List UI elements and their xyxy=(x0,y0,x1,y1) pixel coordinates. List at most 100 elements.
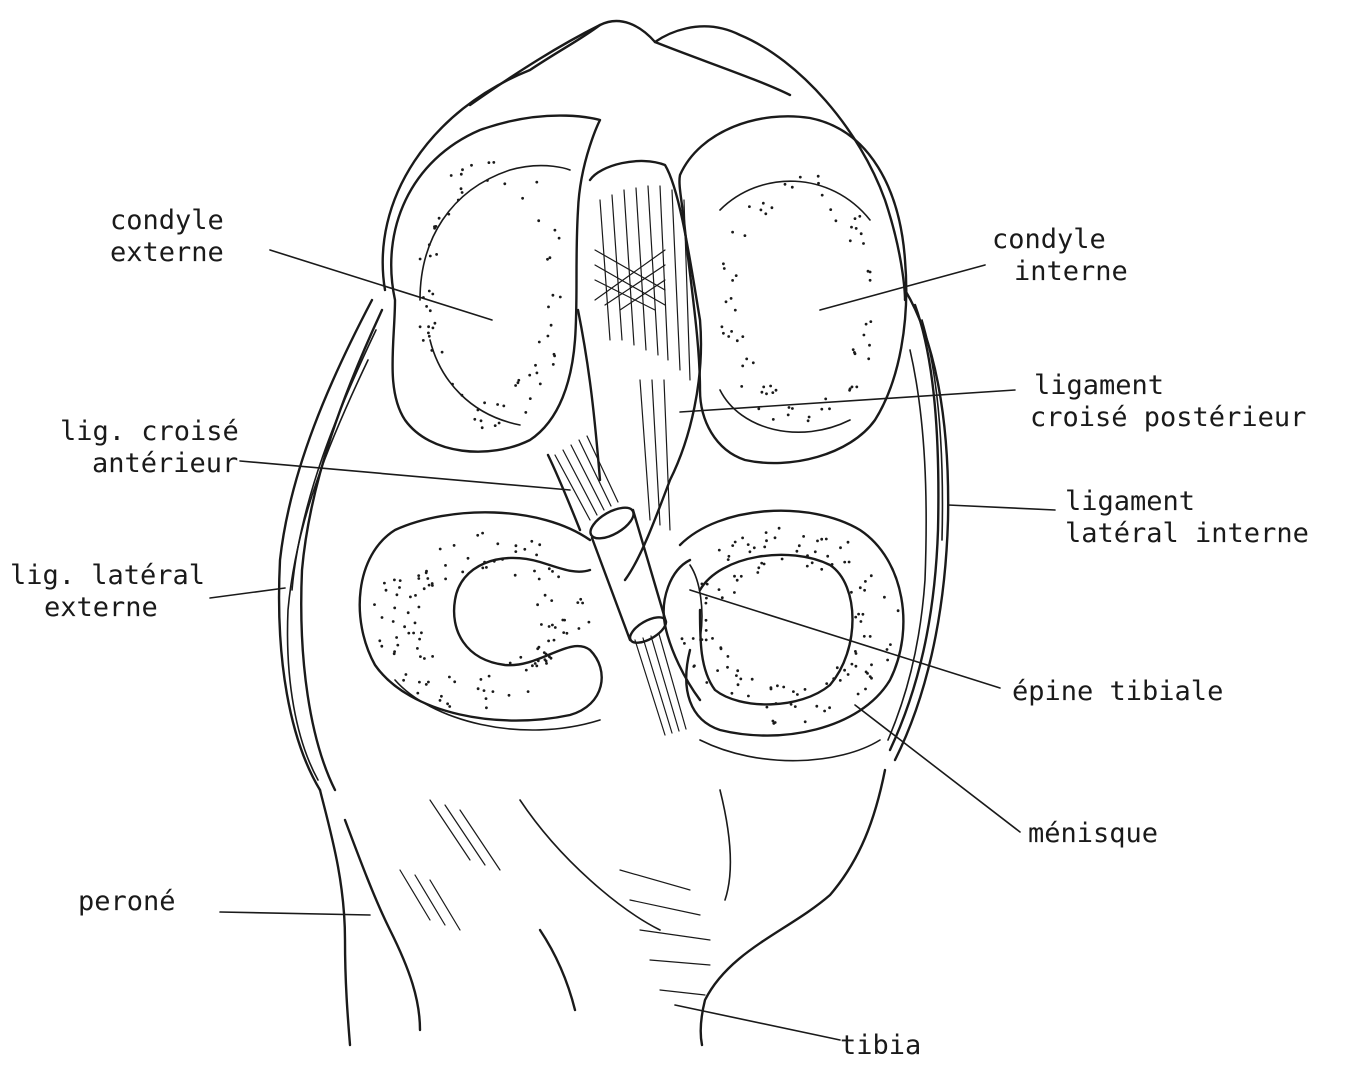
stipple-dot xyxy=(392,620,395,623)
stipple-dot xyxy=(548,567,551,570)
stipple-dot xyxy=(537,219,540,222)
stipple-dot xyxy=(422,339,425,342)
stipple-dot xyxy=(546,258,549,261)
stipple-dot xyxy=(847,673,850,676)
stipple-dot xyxy=(726,666,729,669)
stipple-dot xyxy=(790,703,793,706)
stipple-dot xyxy=(816,540,819,543)
stipple-dot xyxy=(549,256,552,259)
stipple-dot xyxy=(427,332,430,335)
stipple-dot xyxy=(485,566,488,569)
stipple-dot xyxy=(701,583,704,586)
stipple-dot xyxy=(407,611,410,614)
stipple-dot xyxy=(461,571,464,574)
stipple-dot xyxy=(730,297,733,300)
stipple-dot xyxy=(407,632,410,635)
stipple-dot xyxy=(529,397,532,400)
stipple-dot xyxy=(753,546,756,549)
stipple-dot xyxy=(798,544,801,547)
stipple-dot xyxy=(530,540,533,543)
stipple-dot xyxy=(854,650,857,653)
stipple-dot xyxy=(772,722,775,725)
stipple-dot xyxy=(869,320,872,323)
stipple-dot xyxy=(850,591,853,594)
stipple-dot xyxy=(849,239,852,242)
stipple-dot xyxy=(807,419,810,422)
stipple-dot xyxy=(740,575,743,578)
label-line: condyle xyxy=(992,224,1128,256)
stipple-dot xyxy=(864,688,867,691)
stipple-dot xyxy=(477,409,480,412)
stipple-dot xyxy=(869,271,872,274)
stipple-dot xyxy=(821,194,824,197)
stipple-dot xyxy=(886,648,889,651)
stipple-dot xyxy=(820,568,823,571)
stipple-dot xyxy=(857,693,860,696)
stipple-dot xyxy=(444,578,447,581)
stipple-dot xyxy=(383,582,386,585)
stipple-dot xyxy=(515,544,518,547)
stipple-dot xyxy=(862,613,865,616)
stipple-dot xyxy=(488,161,491,164)
label-epine-tibiale: épine tibiale xyxy=(1012,676,1223,708)
stipple-dot xyxy=(778,527,781,530)
stipple-dot xyxy=(791,186,794,189)
stipple-dot xyxy=(781,558,784,561)
stipple-dot xyxy=(864,580,867,583)
label-ligament-lateral-interne: ligament latéral interne xyxy=(1065,486,1309,550)
stipple-dot xyxy=(716,669,719,672)
stipple-dot xyxy=(538,578,541,581)
stipple-dot xyxy=(441,351,444,354)
stipple-dot xyxy=(461,168,464,171)
stipple-dot xyxy=(426,577,429,580)
stipple-dot xyxy=(705,639,708,642)
stipple-dot xyxy=(741,335,744,338)
stipple-dot xyxy=(419,258,422,261)
stipple-dot xyxy=(757,407,760,410)
stipple-dot xyxy=(548,625,551,628)
stipple-dot xyxy=(416,692,419,695)
stipple-dot xyxy=(470,164,473,167)
stipple-dot xyxy=(550,599,553,602)
stipple-dot xyxy=(870,677,873,680)
stipple-dot xyxy=(416,647,419,650)
stipple-dot xyxy=(860,232,863,235)
stipple-dot xyxy=(782,686,785,689)
stipple-dot xyxy=(776,684,779,687)
stipple-dot xyxy=(519,656,522,659)
stipple-dot xyxy=(527,690,530,693)
stipple-dot xyxy=(412,632,415,635)
stipple-dot xyxy=(733,591,736,594)
stipple-dot xyxy=(706,583,709,586)
stipple-dot xyxy=(765,539,768,542)
stipple-dot xyxy=(860,620,863,623)
stipple-dot xyxy=(744,234,747,237)
stipple-dot xyxy=(870,663,873,666)
stipple-dot xyxy=(736,669,739,672)
label-menisque: ménisque xyxy=(1028,818,1158,850)
stipple-dot xyxy=(480,419,483,422)
leader-lig-lateral-externe xyxy=(210,588,285,598)
stipple-dot xyxy=(705,629,708,632)
stipple-dot xyxy=(562,631,565,634)
stipple-dot xyxy=(828,407,831,410)
stipple-dot xyxy=(559,296,562,299)
stipple-dot xyxy=(535,181,538,184)
stipple-dot xyxy=(453,680,456,683)
stipple-dot xyxy=(481,532,484,535)
stipple-dot xyxy=(393,652,396,655)
label-line: lig. croisé xyxy=(60,416,239,448)
stipple-dot xyxy=(524,411,527,414)
stipple-dot xyxy=(557,575,560,578)
stipple-dot xyxy=(817,175,820,178)
stipple-dot xyxy=(428,290,431,293)
stipple-dot xyxy=(425,305,428,308)
stipple-dot xyxy=(544,594,547,597)
stipple-dot xyxy=(727,558,730,561)
stipple-dot xyxy=(683,642,686,645)
stipple-dot xyxy=(419,325,422,328)
stipple-dot xyxy=(533,570,536,573)
stipple-dot xyxy=(514,574,517,577)
tibia-peroné xyxy=(320,770,885,1045)
stipple-dot xyxy=(439,699,442,702)
